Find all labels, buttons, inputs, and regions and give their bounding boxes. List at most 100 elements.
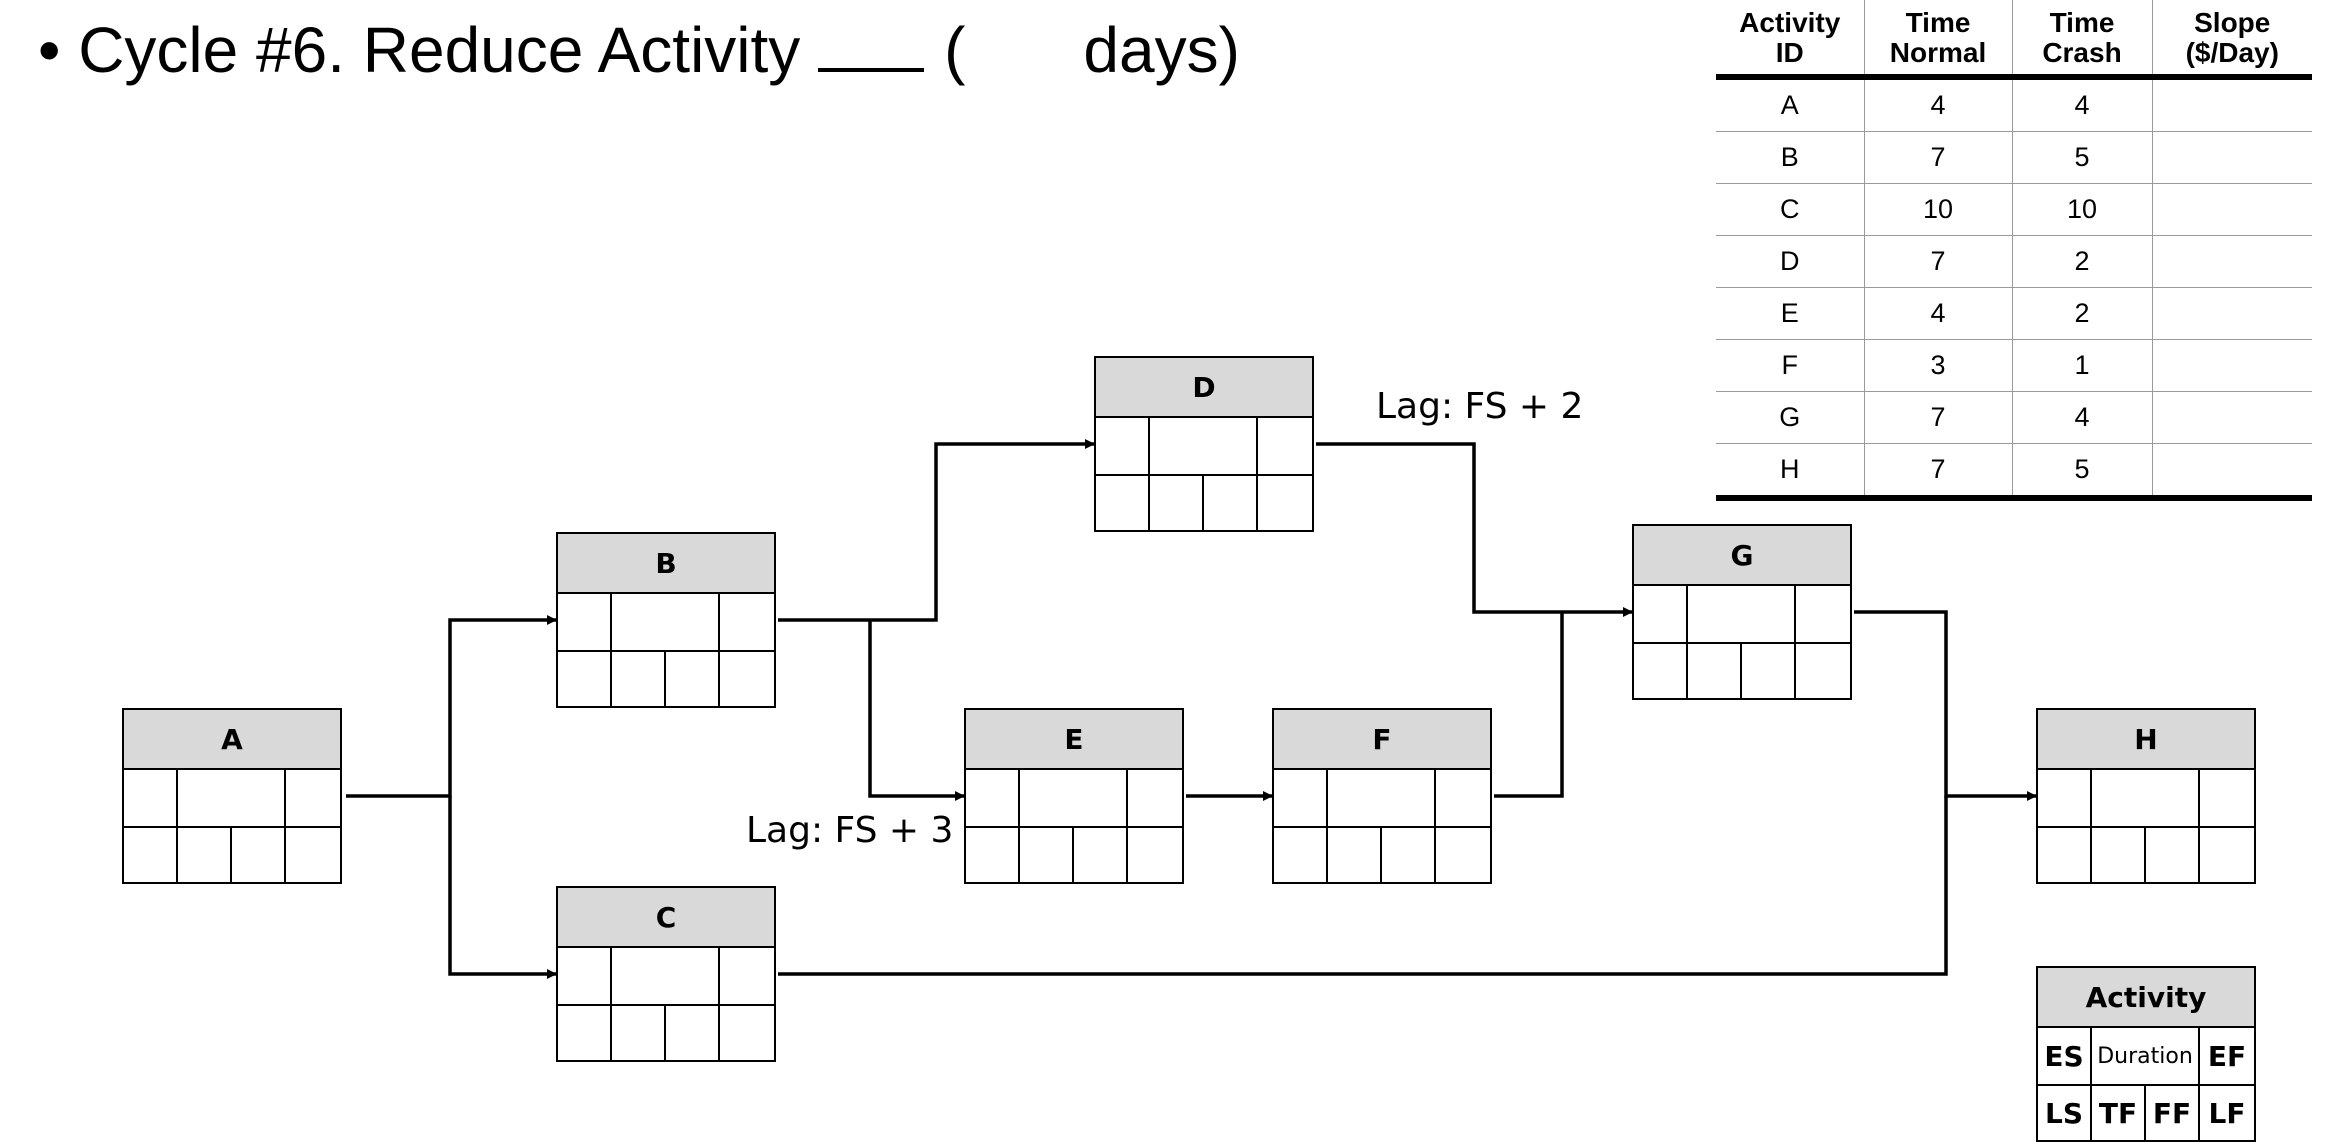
node-f-lf — [1436, 828, 1490, 882]
node-c-duration — [612, 948, 721, 1004]
node-g-duration — [1688, 586, 1797, 642]
node-b-ff — [666, 652, 721, 706]
node-h: H — [2036, 708, 2256, 884]
title-text: Cycle #6. Reduce Activity — [78, 14, 801, 86]
node-h-duration — [2092, 770, 2201, 826]
node-d-es — [1096, 418, 1151, 474]
node-b-ls — [558, 652, 613, 706]
node-a-tf — [178, 828, 233, 882]
node-c-ef — [720, 948, 774, 1004]
node-f-ls — [1274, 828, 1329, 882]
node-a-ef — [286, 770, 340, 826]
node-a-ff — [232, 828, 287, 882]
node-e-ls — [966, 828, 1021, 882]
node-d-ff — [1204, 476, 1259, 530]
legend-es: ES — [2038, 1028, 2093, 1084]
edge-c-h — [778, 796, 1948, 976]
node-e-ff — [1074, 828, 1129, 882]
node-d-label: D — [1096, 358, 1312, 418]
node-a-es — [124, 770, 179, 826]
node-c-es — [558, 948, 613, 1004]
node-f: F — [1272, 708, 1492, 884]
edge-d-g — [1316, 442, 1633, 617]
edge-g-h — [1854, 610, 2037, 801]
legend-ls: LS — [2038, 1086, 2093, 1140]
node-c-ff — [666, 1006, 721, 1060]
node-h-lf — [2200, 828, 2254, 882]
node-e-duration — [1020, 770, 1129, 826]
node-f-duration — [1328, 770, 1437, 826]
node-d-ls — [1096, 476, 1151, 530]
node-f-ef — [1436, 770, 1490, 826]
node-e-es — [966, 770, 1021, 826]
node-a-duration — [178, 770, 287, 826]
title-paren-open: ( — [944, 14, 966, 86]
node-b-ef — [720, 594, 774, 650]
node-h-ls — [2038, 828, 2093, 882]
legend-lf: LF — [2208, 1096, 2246, 1130]
node-b-label: B — [558, 534, 774, 594]
node-d-lf — [1258, 476, 1312, 530]
node-b-es — [558, 594, 613, 650]
node-c-tf — [612, 1006, 667, 1060]
edge-a-c — [448, 796, 557, 979]
legend-ef: EF — [2207, 1039, 2247, 1073]
node-f-tf — [1328, 828, 1383, 882]
node-g-lf — [1796, 644, 1850, 698]
node-c-lf — [720, 1006, 774, 1060]
page-title: • Cycle #6. Reduce Activity ( days) — [38, 8, 1240, 92]
node-c-label: C — [558, 888, 774, 948]
node-a: A — [122, 708, 342, 884]
node-g-ef — [1796, 586, 1850, 642]
node-h-tf — [2092, 828, 2147, 882]
legend-tf: TF — [2092, 1086, 2147, 1140]
node-h-label: H — [2038, 710, 2254, 770]
legend-ff: FF — [2146, 1086, 2201, 1140]
node-c: C — [556, 886, 776, 1062]
title-unit: days) — [1083, 14, 1240, 86]
node-g-tf — [1688, 644, 1743, 698]
node-g-label: G — [1634, 526, 1850, 586]
node-d-duration — [1150, 418, 1259, 474]
edge-f-g — [1494, 612, 1564, 798]
edge-b-e — [868, 620, 965, 801]
legend-node: Activity ES Duration EF LS TF FF LF — [2036, 966, 2256, 1142]
node-d-ef — [1258, 418, 1312, 474]
activity-blank — [818, 16, 925, 72]
node-g: G — [1632, 524, 1852, 700]
lag-label-d-g: Lag: FS + 2 — [1376, 386, 1584, 427]
node-b: B — [556, 532, 776, 708]
node-b-lf — [720, 652, 774, 706]
node-e: E — [964, 708, 1184, 884]
node-h-ff — [2146, 828, 2201, 882]
node-f-label: F — [1274, 710, 1490, 770]
node-f-ff — [1382, 828, 1437, 882]
legend-title: Activity — [2038, 968, 2254, 1028]
node-a-label: A — [124, 710, 340, 770]
title-bullet: • — [38, 14, 61, 86]
node-b-tf — [612, 652, 667, 706]
node-f-es — [1274, 770, 1329, 826]
node-g-ls — [1634, 644, 1689, 698]
node-e-label: E — [966, 710, 1182, 770]
node-a-ls — [124, 828, 179, 882]
node-g-ff — [1742, 644, 1797, 698]
node-e-ef — [1128, 770, 1182, 826]
header-slope: Slope($/Day) — [2152, 0, 2312, 80]
node-b-duration — [612, 594, 721, 650]
node-g-es — [1634, 586, 1689, 642]
lag-label-b-e: Lag: FS + 3 — [746, 810, 954, 851]
